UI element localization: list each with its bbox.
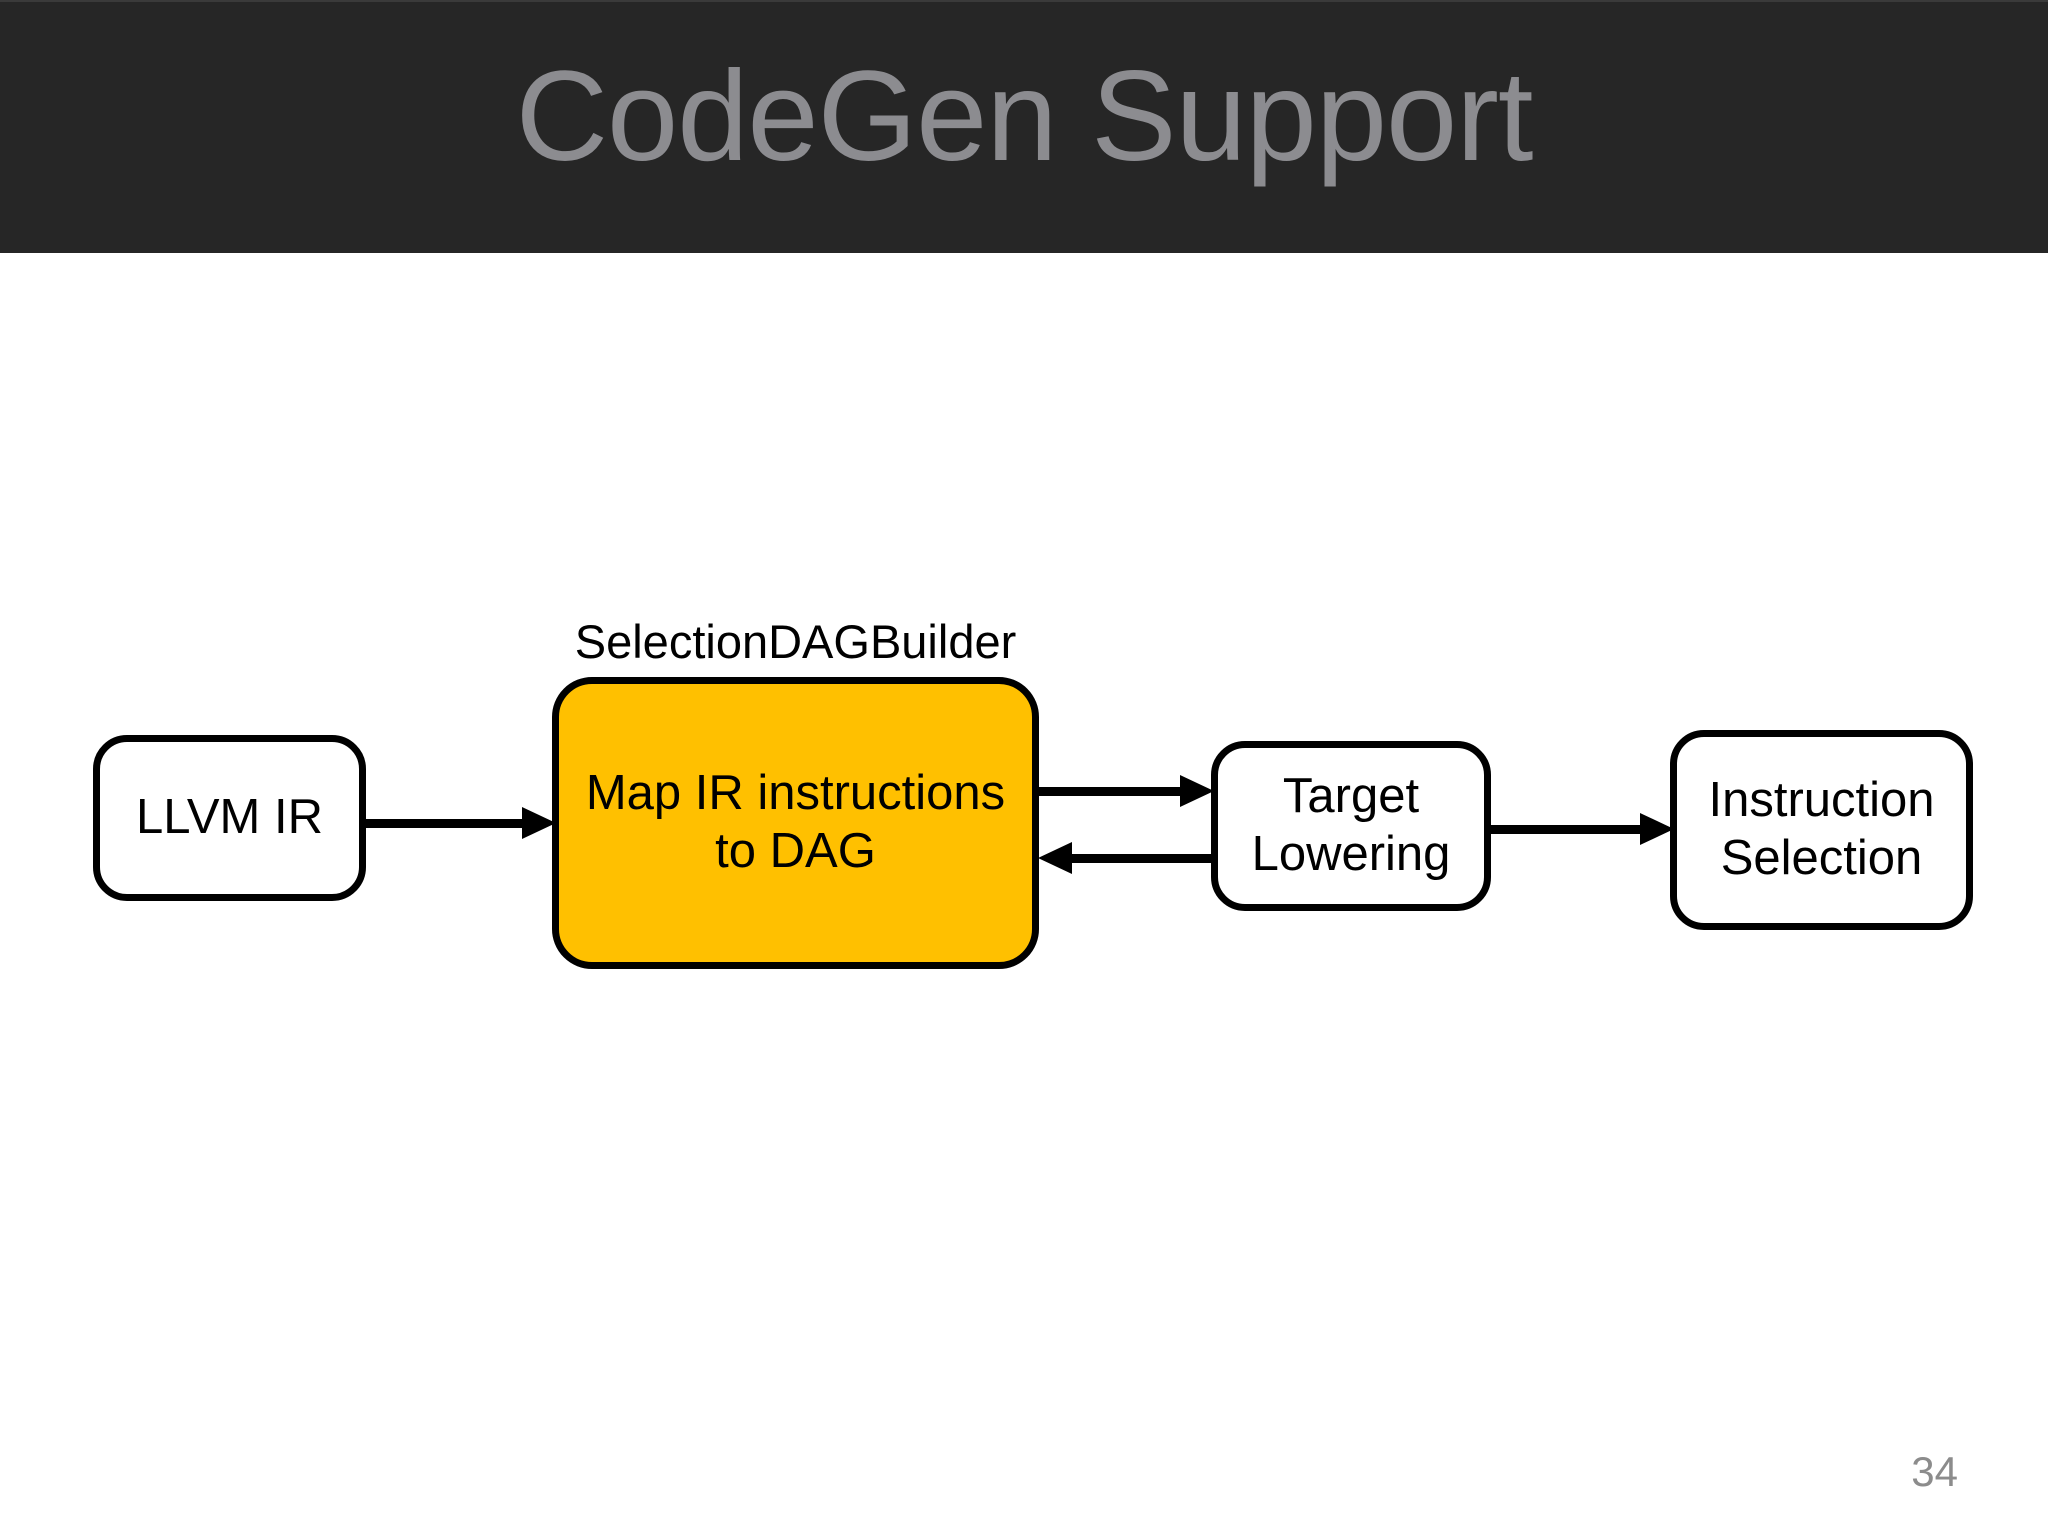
node-llvm-ir: LLVM IR [93, 735, 366, 901]
arrow-shaft [366, 819, 530, 828]
arrow-head-right-icon [1180, 775, 1214, 807]
page-title: CodeGen Support [515, 45, 1534, 188]
node-target-lowering-line-1: Target [1282, 769, 1420, 824]
codegen-flow-diagram: SelectionDAGBuilder LLVM IR Map IR instr… [0, 253, 2048, 1536]
arrow-shaft [1064, 854, 1214, 863]
node-instruction-selection-line-1: Instruction [1708, 773, 1935, 828]
arrow-head-right-icon [522, 807, 556, 839]
arrow-shaft [1491, 825, 1648, 834]
node-target-lowering-line-2: Lowering [1251, 827, 1451, 881]
node-selectiondag-line-2: to DAG [715, 824, 876, 878]
arrow-head-right-icon [1640, 813, 1674, 845]
page-number: 34 [1911, 1448, 1958, 1495]
selectiondagbuilder-caption: SelectionDAGBuilder [574, 615, 1017, 668]
arrow-head-left-icon [1038, 842, 1072, 874]
arrow-shaft [1038, 787, 1188, 796]
node-instruction-selection-line-2: Selection [1720, 831, 1923, 885]
node-llvm-ir-label: LLVM IR [136, 790, 323, 845]
node-selectiondag-line-1: Map IR instructions [585, 766, 1006, 821]
title-band: CodeGen Support [0, 0, 2048, 253]
